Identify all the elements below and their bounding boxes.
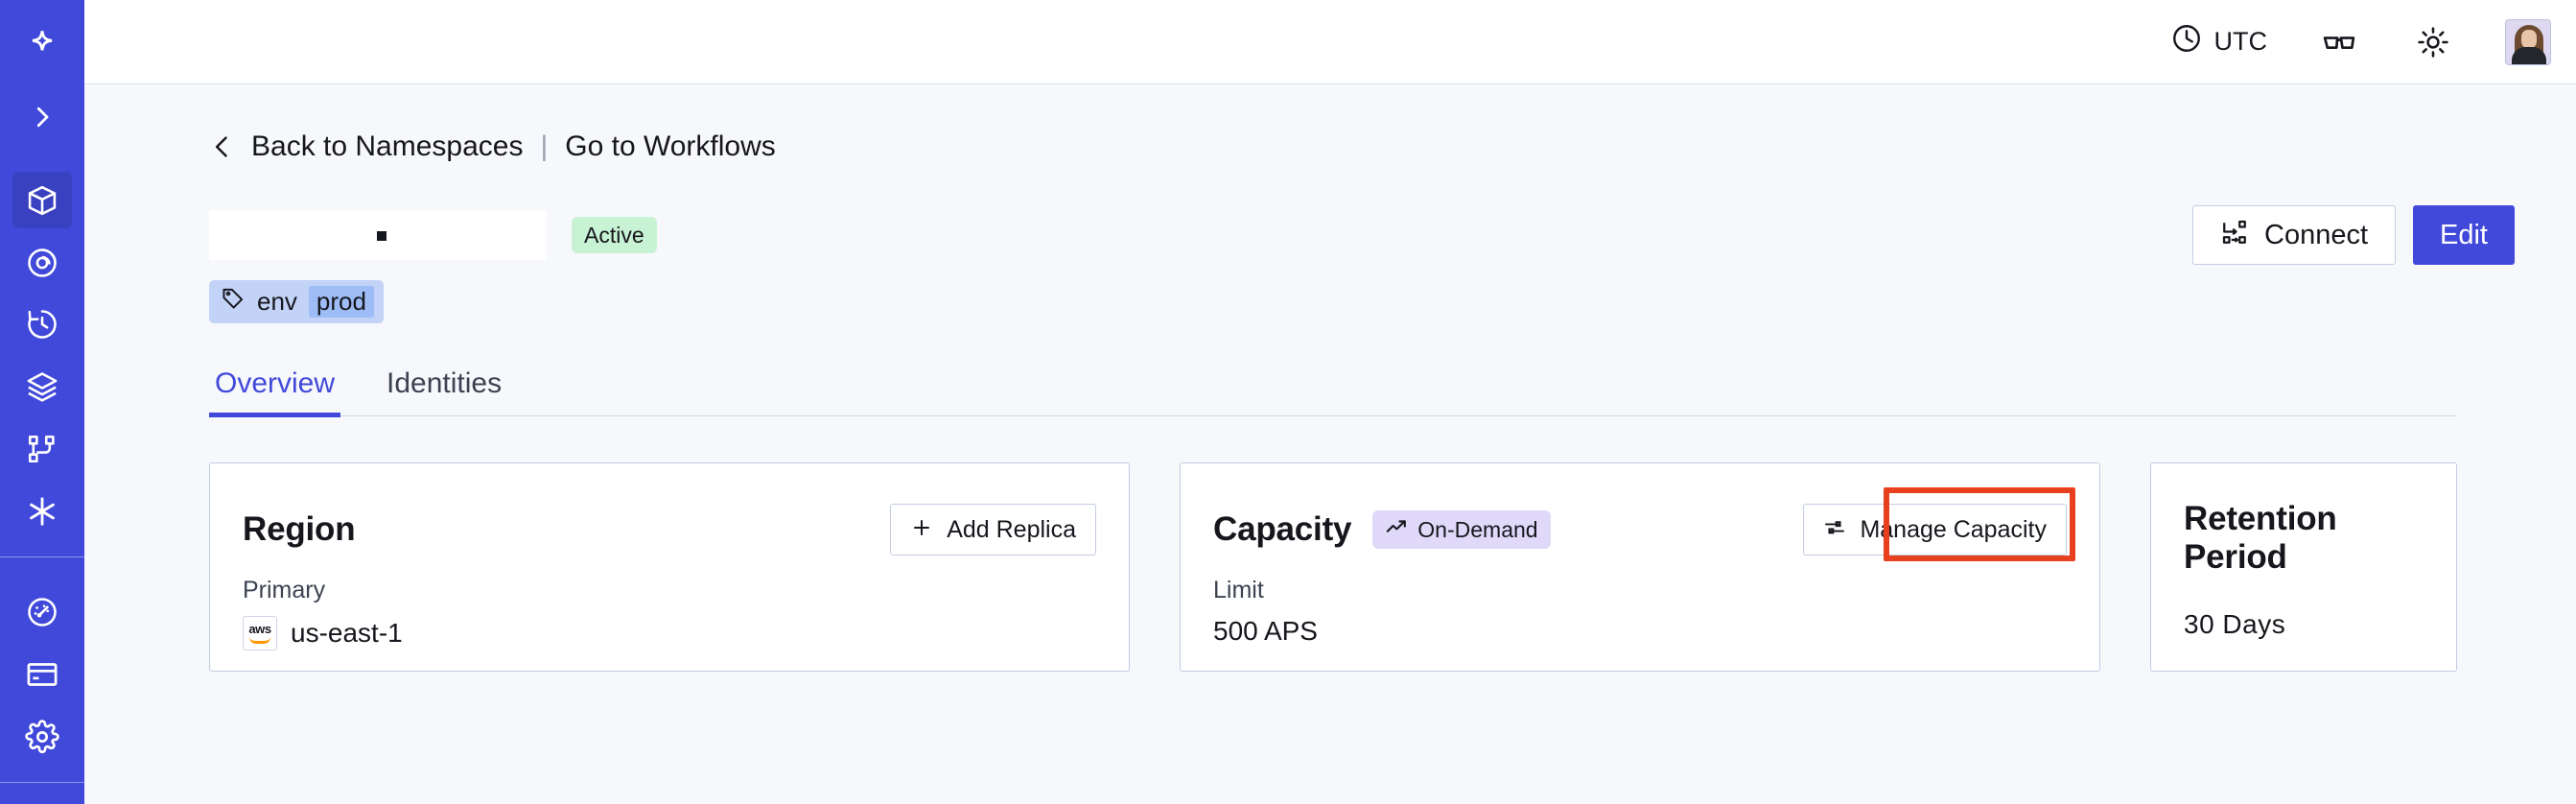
namespace-title-row: Active bbox=[209, 205, 2515, 265]
card-region-sublabel: Primary bbox=[243, 577, 326, 603]
temporal-logo-icon[interactable] bbox=[12, 19, 72, 76]
status-badge: Active bbox=[572, 216, 657, 254]
chevron-left-icon[interactable] bbox=[209, 130, 236, 163]
tab-overview[interactable]: Overview bbox=[209, 367, 341, 417]
sidebar bbox=[0, 0, 84, 804]
sidebar-item-layers[interactable] bbox=[12, 359, 72, 415]
sidebar-item-usage[interactable] bbox=[12, 584, 72, 641]
avatar-face bbox=[2521, 29, 2537, 49]
tag-chip-env[interactable]: env prod bbox=[209, 280, 384, 323]
manage-capacity-label: Manage Capacity bbox=[1860, 515, 2047, 543]
sidebar-divider-2 bbox=[0, 782, 84, 783]
sidebar-item-observe[interactable] bbox=[12, 234, 72, 291]
card-capacity-sublabel: Limit bbox=[1213, 577, 1264, 603]
card-retention-title: Retention Period bbox=[2184, 500, 2337, 576]
card-region-value-row: aws us-east-1 bbox=[243, 616, 1096, 650]
capacity-mode-badge: On-Demand bbox=[1372, 509, 1551, 550]
edit-button[interactable]: Edit bbox=[2413, 205, 2515, 265]
card-region: Region Add Replica bbox=[209, 462, 1130, 672]
main-area: UTC bbox=[84, 0, 2576, 804]
avatar[interactable] bbox=[2505, 18, 2551, 65]
card-retention-header: Retention Period bbox=[2184, 500, 2424, 577]
page-title bbox=[209, 210, 547, 260]
card-capacity: Capacity On-Demand bbox=[1180, 462, 2100, 672]
card-retention-value: 30 Days bbox=[2184, 609, 2286, 639]
title-actions: Connect Edit bbox=[2192, 205, 2515, 265]
sidebar-item-namespaces[interactable] bbox=[12, 172, 72, 229]
sidebar-item-nexus[interactable] bbox=[12, 483, 72, 539]
add-replica-label: Add Replica bbox=[947, 515, 1076, 543]
aws-logo-icon: aws bbox=[243, 616, 277, 650]
overview-cards: Region Add Replica bbox=[209, 462, 2576, 672]
tab-identities[interactable]: Identities bbox=[386, 367, 503, 399]
add-replica-button[interactable]: Add Replica bbox=[890, 504, 1096, 556]
connect-button-label: Connect bbox=[2264, 219, 2369, 250]
connect-icon bbox=[2220, 218, 2249, 252]
tag-key: env bbox=[257, 287, 297, 316]
card-region-header: Region Add Replica bbox=[243, 500, 1096, 559]
card-region-value: us-east-1 bbox=[291, 618, 403, 648]
timezone-label: UTC bbox=[2213, 27, 2268, 56]
sidebar-item-history[interactable] bbox=[12, 296, 72, 353]
card-region-actions: Add Replica bbox=[890, 504, 1096, 556]
card-capacity-value: 500 APS bbox=[1213, 616, 1318, 646]
card-capacity-actions: Manage Capacity bbox=[1803, 504, 2067, 556]
sidebar-item-billing[interactable] bbox=[12, 647, 72, 703]
card-region-title: Region bbox=[243, 510, 356, 548]
plus-icon bbox=[910, 516, 933, 544]
sidebar-item-settings[interactable] bbox=[12, 708, 72, 765]
redaction-mark bbox=[377, 231, 386, 241]
breadcrumb-workflows-link[interactable]: Go to Workflows bbox=[565, 130, 776, 162]
trending-up-icon bbox=[1385, 515, 1408, 545]
manage-capacity-button[interactable]: Manage Capacity bbox=[1803, 504, 2067, 556]
glasses-icon[interactable] bbox=[2317, 20, 2361, 64]
breadcrumb-separator: | bbox=[540, 130, 549, 162]
capacity-mode-label: On-Demand bbox=[1417, 516, 1538, 542]
breadcrumb: Back to Namespaces | Go to Workflows bbox=[209, 130, 2576, 163]
avatar-body bbox=[2512, 46, 2546, 64]
sidebar-divider-1 bbox=[0, 556, 84, 557]
expand-sidebar-chevron-icon[interactable] bbox=[12, 89, 72, 146]
card-capacity-header: Capacity On-Demand bbox=[1213, 500, 2067, 559]
tag-value: prod bbox=[308, 286, 374, 318]
edit-button-label: Edit bbox=[2440, 219, 2488, 250]
tag-icon bbox=[221, 286, 246, 318]
clock-icon bbox=[2170, 22, 2203, 61]
topbar: UTC bbox=[84, 0, 2576, 84]
connect-button[interactable]: Connect bbox=[2192, 205, 2397, 265]
card-retention-period: Retention Period 30 Days bbox=[2150, 462, 2457, 672]
sliders-icon bbox=[1823, 516, 1846, 544]
page-content: Back to Namespaces | Go to Workflows Act… bbox=[84, 84, 2576, 804]
sun-icon[interactable] bbox=[2411, 20, 2455, 64]
sidebar-item-workflows[interactable] bbox=[12, 420, 72, 477]
tab-bar: Overview Identities bbox=[209, 367, 2457, 417]
breadcrumb-back-link[interactable]: Back to Namespaces bbox=[251, 130, 524, 162]
tags-row: env prod bbox=[209, 280, 2576, 323]
timezone-selector[interactable]: UTC bbox=[2170, 22, 2268, 61]
card-capacity-title: Capacity bbox=[1213, 510, 1352, 548]
